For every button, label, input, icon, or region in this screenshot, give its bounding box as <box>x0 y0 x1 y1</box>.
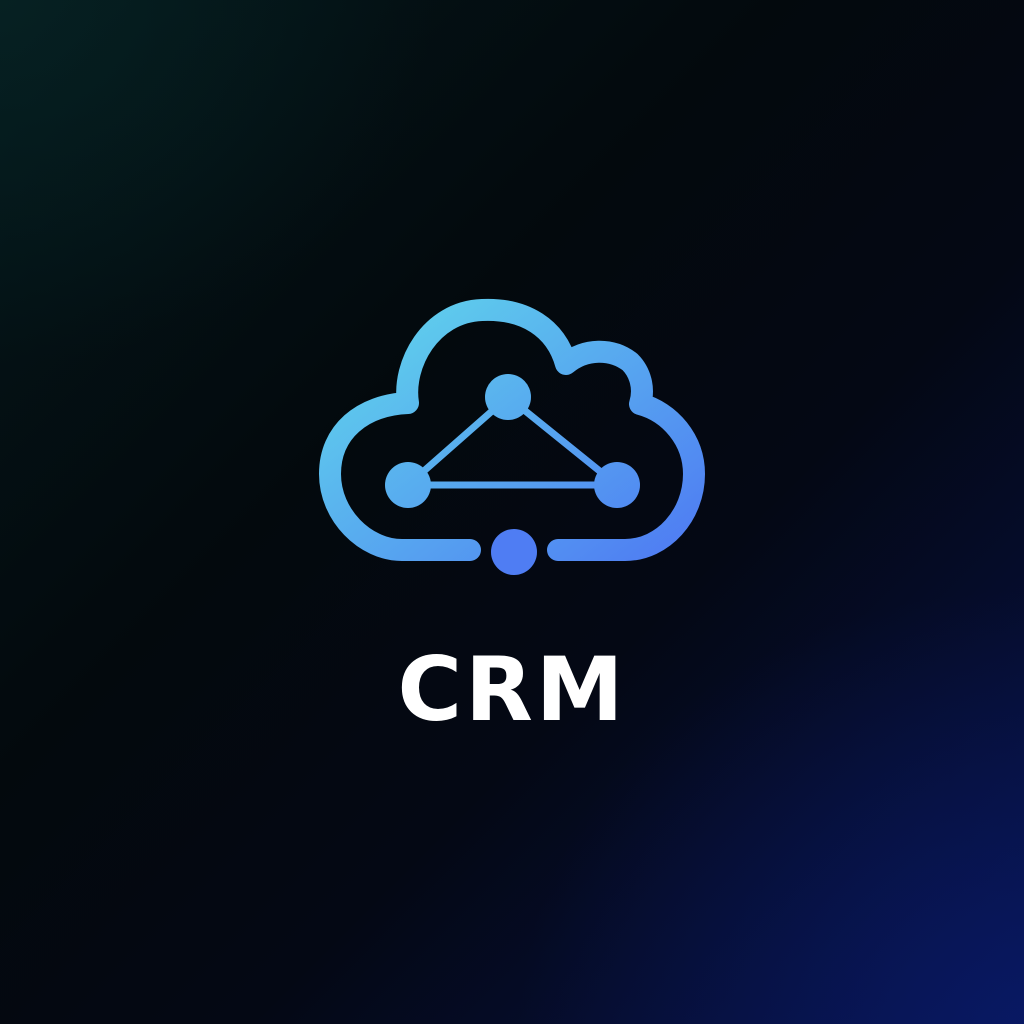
cloud-bottom-dot <box>491 529 537 575</box>
network-edge-right <box>504 393 621 489</box>
brand-wordmark: CRM <box>397 638 627 741</box>
cloud-network-icon <box>319 298 705 575</box>
cloud-outline <box>319 298 705 561</box>
network-node-right <box>594 462 640 508</box>
network-node-left <box>385 462 431 508</box>
network-node-top <box>485 374 531 420</box>
